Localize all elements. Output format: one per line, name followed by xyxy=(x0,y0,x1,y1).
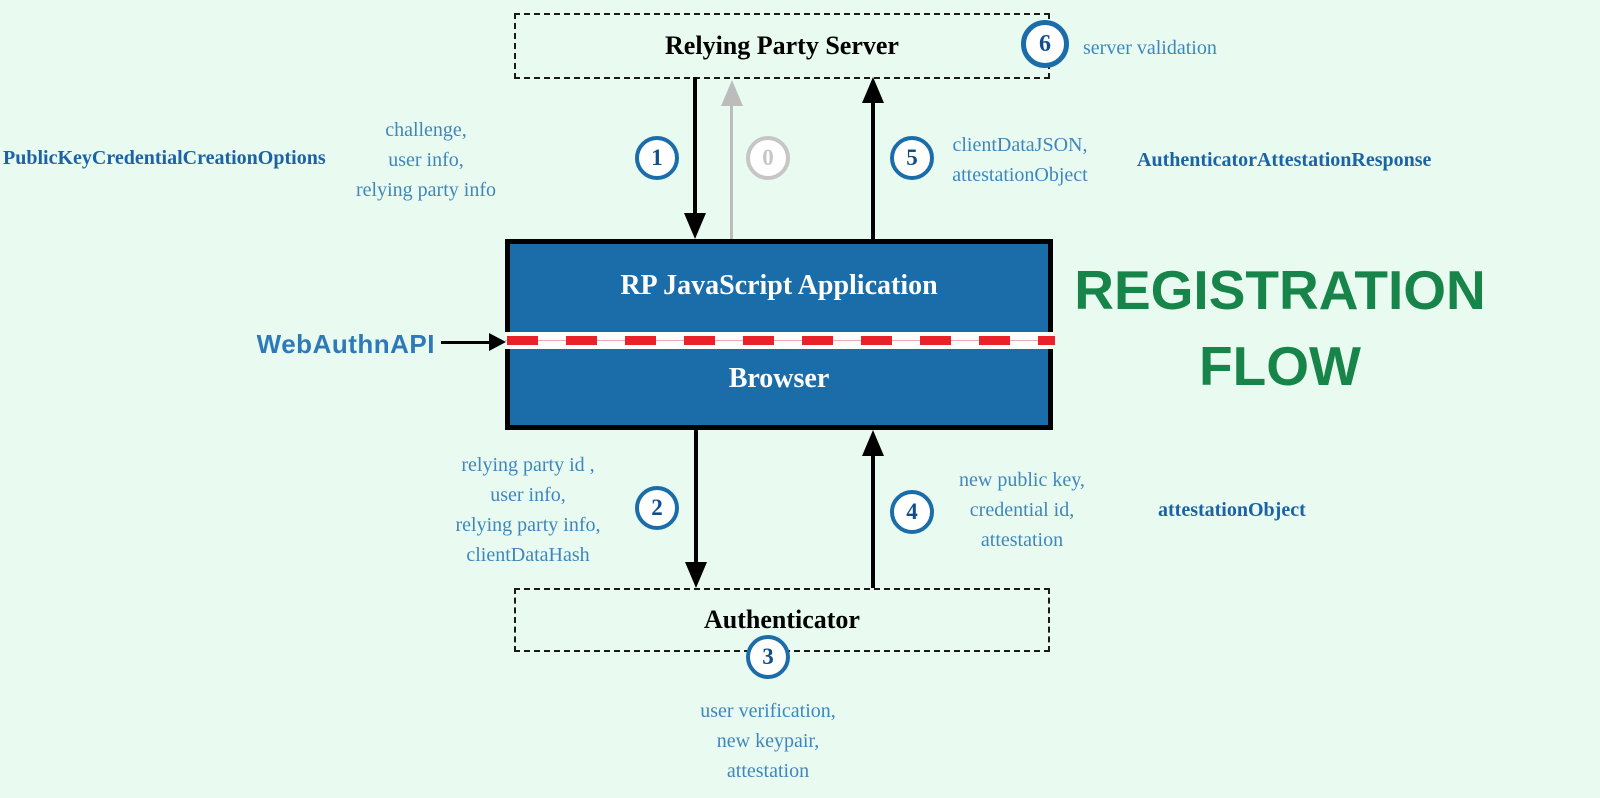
step-2-data-label: relying party id , user info, relying pa… xyxy=(455,454,601,566)
arrow-2-down-line xyxy=(694,430,698,562)
relying-party-server-box: Relying Party Server xyxy=(514,13,1050,79)
step-6-number: 6 xyxy=(1039,30,1051,57)
webauthn-api-boundary-strip xyxy=(505,332,1055,349)
step-3-data-label: user verification, new keypair, attestat… xyxy=(700,700,836,782)
step-4-data-label: new public key, credential id, attestati… xyxy=(959,469,1085,551)
arrow-4-up-line xyxy=(871,455,875,588)
authenticator-label: Authenticator xyxy=(704,605,860,634)
step-5-number: 5 xyxy=(906,145,918,170)
attestation-object-label: attestationObject xyxy=(1158,499,1306,521)
step-2-badge: 2 xyxy=(635,486,679,530)
arrow-4-up-head xyxy=(862,430,884,456)
arrow-1-down-line xyxy=(693,77,697,213)
arrow-1-down-head xyxy=(684,213,706,239)
publickey-creation-options-label: PublicKeyCredentialCreationOptions xyxy=(3,147,326,169)
step-1-badge: 1 xyxy=(635,136,679,180)
api-strip-red-dashed-line xyxy=(507,336,1055,345)
arrow-2-down-head xyxy=(685,562,707,588)
arrow-0-up-line xyxy=(730,105,733,239)
arrow-5-up-line xyxy=(871,102,875,239)
authenticator-attestation-response-label: AuthenticatorAttestationResponse xyxy=(1137,149,1432,171)
step-4-number: 4 xyxy=(906,499,918,524)
page-title-line1: REGISTRATION xyxy=(1074,259,1486,321)
page-title: REGISTRATION FLOW xyxy=(1070,252,1490,404)
step-1-data-label: challenge, user info, relying party info xyxy=(356,119,496,201)
webauthn-api-arrow-head xyxy=(489,333,506,351)
step-6-badge: 6 xyxy=(1021,20,1069,68)
step-2-number: 2 xyxy=(651,495,663,520)
page-title-line2: FLOW xyxy=(1199,335,1361,397)
step-1-number: 1 xyxy=(651,145,663,170)
step-4-badge: 4 xyxy=(890,490,934,534)
step-3-number: 3 xyxy=(762,644,774,669)
arrow-5-up-head xyxy=(862,77,884,103)
browser-label: Browser xyxy=(728,363,830,394)
step-5-badge: 5 xyxy=(890,136,934,180)
rp-js-application-label: RP JavaScript Application xyxy=(620,270,938,301)
step-0-badge: 0 xyxy=(746,136,790,180)
webauthn-api-label: WebAuthnAPI xyxy=(256,329,435,359)
step-6-label: server validation xyxy=(1083,37,1217,59)
webauthn-api-arrow-line xyxy=(441,341,491,344)
arrow-0-up-head xyxy=(721,80,743,106)
step-0-number: 0 xyxy=(762,145,774,170)
relying-party-server-label: Relying Party Server xyxy=(665,31,899,60)
step-3-badge: 3 xyxy=(746,635,790,679)
step-5-data-label: clientDataJSON, attestationObject xyxy=(952,134,1088,186)
